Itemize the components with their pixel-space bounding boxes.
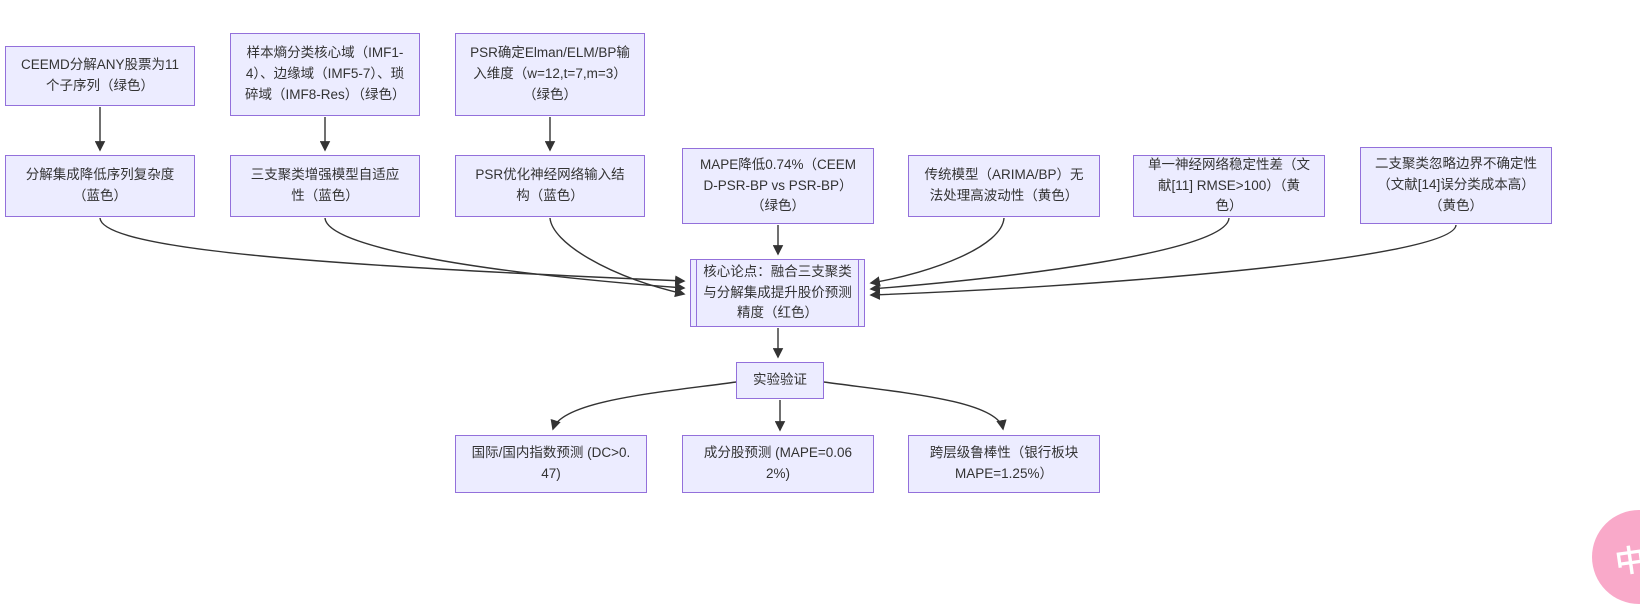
node-ceemd: CEEMD分解ANY股票为11个子序列（绿色） [5,46,195,106]
node-core-thesis: 核心论点：融合三支聚类与分解集成提升股价预测精度（红色） [690,259,865,327]
node-psr-dim-label: PSR确定Elman/ELM/BP输入维度（w=12,t=7,m=3）（绿色） [470,45,630,102]
node-single-nn-label: 单一神经网络稳定性差（文献[11] RMSE>100）（黄色） [1148,156,1310,214]
node-entropy: 样本熵分类核心域（IMF1-4）、边缘域（IMF5-7）、琐碎域（IMF8-Re… [230,33,420,116]
node-twoway: 二支聚类忽略边界不确定性（文献[14]误分类成本高）（黄色） [1360,147,1552,224]
node-decomp-label: 分解集成降低序列复杂度（蓝色） [25,167,175,203]
edge-singlenn-core [869,217,1230,294]
edge-threeway-core [324,217,686,293]
node-arima-label: 传统模型（ARIMA/BP）无法处理高波动性（黄色） [924,167,1084,203]
node-experiment: 实验验证 [736,362,824,399]
node-experiment-label: 实验验证 [753,372,807,388]
node-stock-pred: 成分股预测 (MAPE=0.062%) [682,435,874,493]
node-robust-label: 跨层级鲁棒性（银行板块 MAPE=1.25%） [929,445,1079,481]
edge-decomp-core [99,217,686,286]
node-threeway: 三支聚类增强模型自适应性（蓝色） [230,155,420,217]
node-ceemd-label: CEEMD分解ANY股票为11个子序列（绿色） [20,57,180,93]
node-stock-pred-label: 成分股预测 (MAPE=0.062%) [703,445,853,481]
node-single-nn: 单一神经网络稳定性差（文献[11] RMSE>100）（黄色） [1133,155,1325,217]
edge-twoway-core [869,224,1457,300]
node-mape-label: MAPE降低0.74%（CEEMD-PSR-BP vs PSR-BP）（绿色） [699,156,857,214]
node-psr-dim: PSR确定Elman/ELM/BP输入维度（w=12,t=7,m=3）（绿色） [455,33,645,116]
node-entropy-label: 样本熵分类核心域（IMF1-4）、边缘域（IMF5-7）、琐碎域（IMF8-Re… [245,45,406,102]
translate-badge-label: 中A [1613,540,1640,581]
node-index-pred-label: 国际/国内指数预测 (DC>0.47) [471,445,631,481]
node-decomp: 分解集成降低序列复杂度（蓝色） [5,155,195,217]
node-psr-struct: PSR优化神经网络输入结构（蓝色） [455,155,645,217]
node-core-thesis-label: 核心论点：融合三支聚类与分解集成提升股价预测精度（红色） [703,263,852,321]
node-psr-struct-label: PSR优化神经网络输入结构（蓝色） [475,167,625,203]
node-index-pred: 国际/国内指数预测 (DC>0.47) [455,435,647,493]
node-twoway-label: 二支聚类忽略边界不确定性（文献[14]误分类成本高）（黄色） [1375,156,1537,213]
node-threeway-label: 三支聚类增强模型自适应性（蓝色） [250,167,400,203]
flowchart: CEEMD分解ANY股票为11个子序列（绿色） 样本熵分类核心域（IMF1-4）… [5,33,1640,604]
edge-arima-core [869,217,1005,287]
node-mape: MAPE降低0.74%（CEEMD-PSR-BP vs PSR-BP）（绿色） [682,148,874,224]
edge-experiment-indexpred [550,381,737,431]
node-robust: 跨层级鲁棒性（银行板块 MAPE=1.25%） [908,435,1100,493]
node-arima: 传统模型（ARIMA/BP）无法处理高波动性（黄色） [908,155,1100,217]
edge-layer [94,107,1457,432]
edge-psrstruct-core [549,217,686,298]
edge-experiment-robust [823,381,1007,431]
